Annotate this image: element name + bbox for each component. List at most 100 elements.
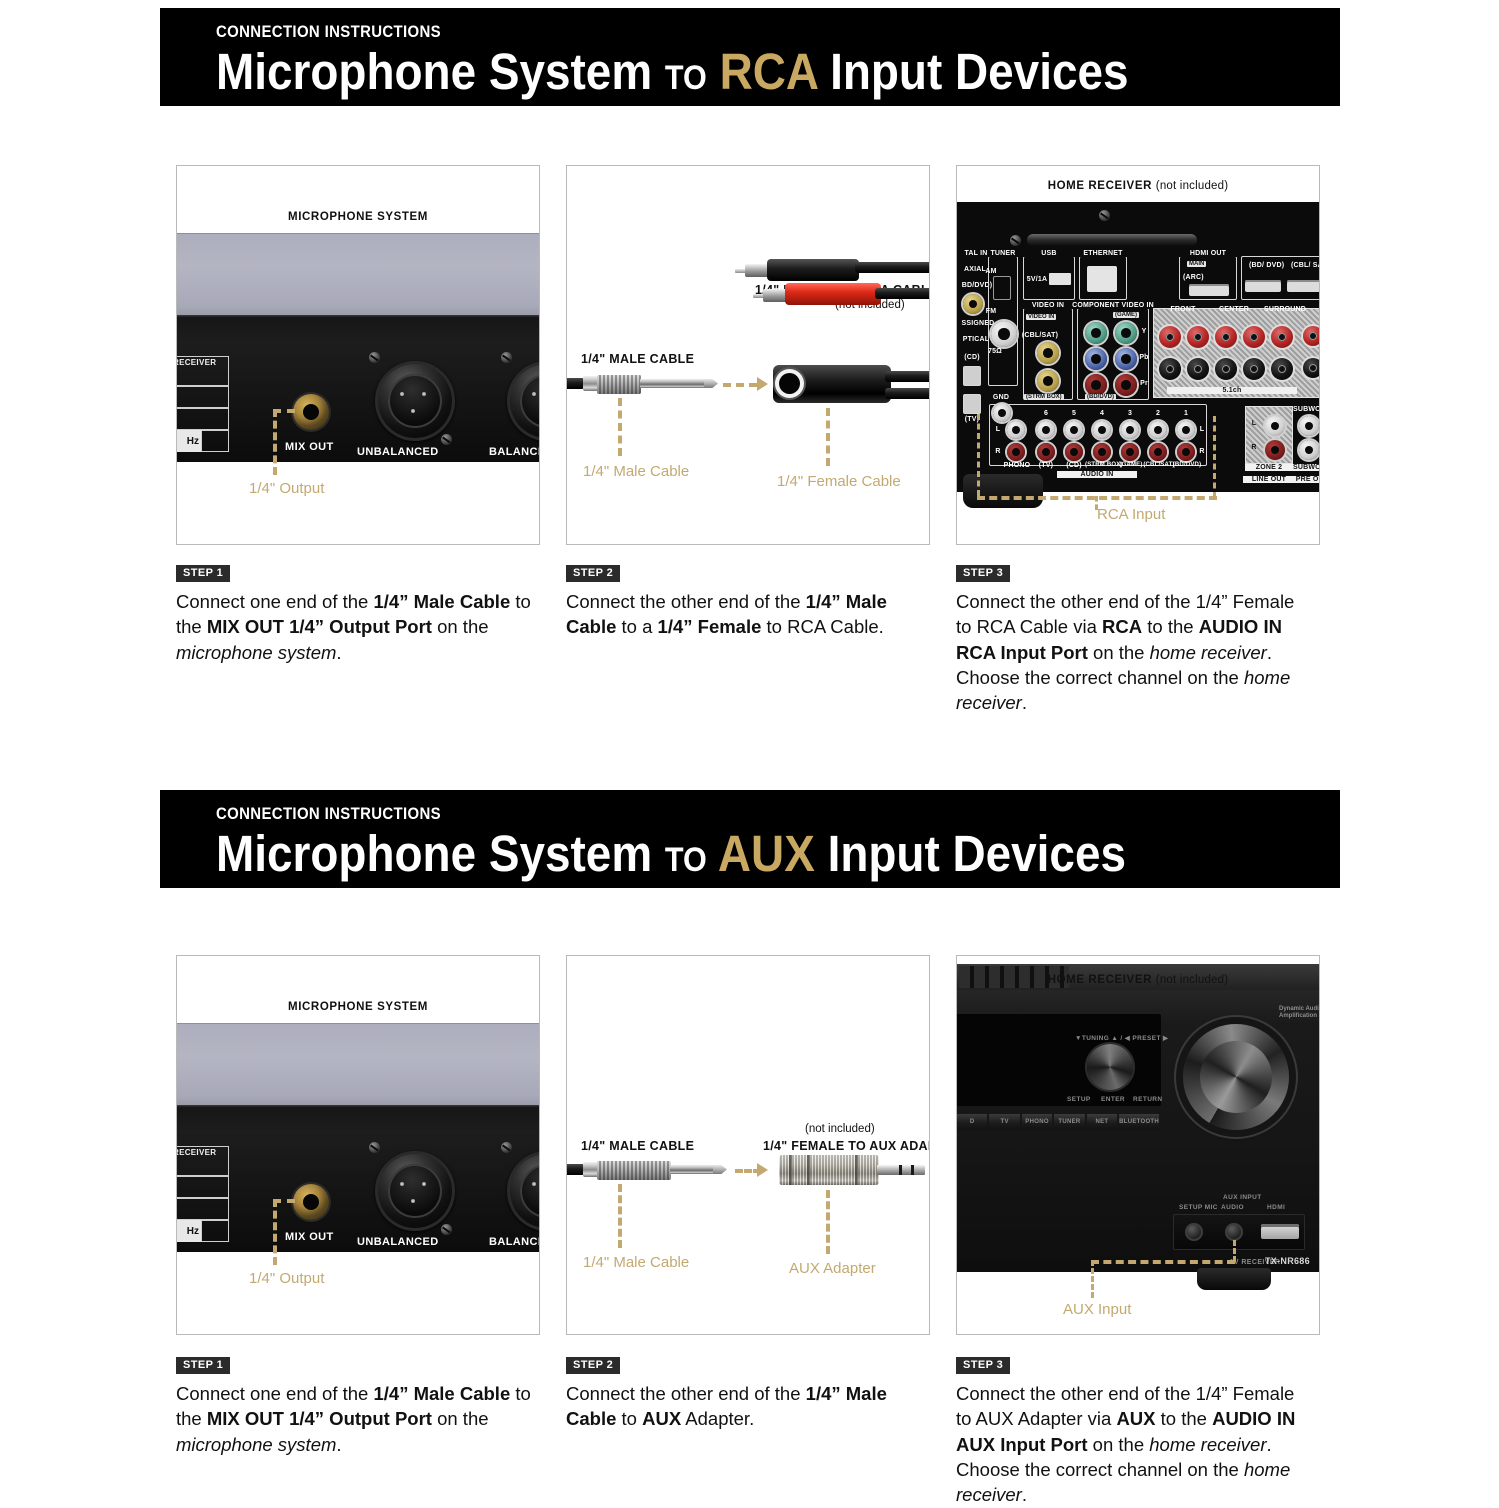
audio-in-4-l[interactable] [1093,421,1111,439]
hdmi-in-port-2[interactable] [1287,280,1319,292]
aux-audio-input-jack[interactable] [1225,1223,1243,1241]
volume-knob[interactable] [1183,1024,1289,1130]
audio-in-3-r[interactable] [1121,443,1139,461]
step-block-1-aux: STEP 1 Connect one end of the 1/4” Male … [176,1355,532,1457]
rca-callout-right-vertical [1213,416,1216,498]
rca-black-plug[interactable] [767,259,859,281]
speaker-binding-post-4-neg[interactable] [1243,358,1265,380]
unbalanced-xlr-connector[interactable] [375,361,455,441]
speaker-binding-post-5-pos[interactable] [1271,326,1293,348]
panel-caption-microphone-system-aux: MICROPHONE SYSTEM [177,1001,539,1013]
speaker-binding-post-7-pos[interactable] [1303,326,1319,346]
hdmi-main-tag: MAIN [1187,261,1207,267]
aux-adapter-body[interactable] [779,1155,879,1185]
ground-terminal[interactable] [993,404,1011,422]
xlr-pin-1 [399,392,404,397]
hdmi-out-port[interactable] [1189,284,1229,296]
av-receiver-label: AV RECEIVER [1229,1259,1281,1266]
mix-out-quarter-inch-jack-aux[interactable] [293,1184,329,1220]
audio-in-phono-r[interactable] [1007,443,1025,461]
component-y-1[interactable] [1085,322,1107,344]
optical-port-cd[interactable] [963,366,981,386]
source-button-net[interactable]: NET [1086,1114,1118,1130]
fm-antenna-jack[interactable] [991,321,1017,347]
zone2-line-out-r[interactable] [1265,440,1285,460]
front-hdmi-port[interactable] [1261,1224,1299,1239]
speaker-binding-post-3-pos[interactable] [1215,326,1237,348]
step-badge-1-rca: STEP 1 [176,565,231,582]
audio-in-5-r[interactable] [1065,443,1083,461]
male-plug-knurled-grip-aux [597,1160,671,1180]
tuning-preset-label: ▼TUNING ▲ / ◀ PRESET ▶ [1075,1035,1169,1042]
speaker-binding-post-3-neg[interactable] [1215,358,1237,380]
home-receiver-front-caption: HOME RECEIVER [1047,974,1152,986]
audio-in-6-l[interactable] [1037,421,1055,439]
subwoofer-pre-out-1[interactable] [1299,416,1319,436]
audio-in-3-l[interactable] [1121,421,1139,439]
step-text-1-aux: Connect one end of the 1/4” Male Cable t… [176,1383,531,1455]
audio-in-6-r[interactable] [1037,443,1055,461]
audio-in-1-r[interactable] [1177,443,1195,461]
male-plug-tip [704,379,718,388]
component-pb-1[interactable] [1085,348,1107,370]
component-pb-2[interactable] [1115,348,1137,370]
source-button-phono[interactable]: PHONO [1021,1114,1053,1130]
source-button-row[interactable]: D TV PHONO TUNER NET BLUETOOTH [957,1114,1161,1130]
callout-leader-male-cable [618,398,622,456]
banner-title-rca: Microphone System TO RCA Input Devices [216,45,1228,98]
subwoofer-label-top: SUBWOOFER [1293,406,1319,413]
speaker-binding-post-5-neg[interactable] [1271,358,1293,380]
zone2-line-out-l[interactable] [1265,416,1285,436]
audio-in-2-r[interactable] [1149,443,1167,461]
bd-dvd-label: BD/DVD) [961,282,993,289]
coaxial-digital-jack[interactable] [963,294,983,314]
rca-red-barrel [763,289,789,302]
ethernet-port[interactable] [1087,266,1117,292]
source-button-d[interactable]: D [957,1114,988,1130]
video-in-jack-2[interactable] [1037,370,1059,392]
source-button-tuner[interactable]: TUNER [1054,1114,1085,1130]
component-y-2[interactable] [1115,322,1137,344]
zone2-label: ZONE 2 [1245,464,1293,471]
speaker-binding-post-7-neg[interactable] [1303,358,1319,378]
audio-in-5-l[interactable] [1065,421,1083,439]
source-button-tv[interactable]: TV [989,1114,1020,1130]
line-out-label: LINE OUT [1243,476,1295,483]
speaker-binding-post-2-neg[interactable] [1187,358,1209,380]
am-terminal-block[interactable] [993,276,1011,300]
audio-in-1-l[interactable] [1177,421,1195,439]
unbalanced-xlr-connector-aux[interactable] [375,1151,455,1231]
subwoofer-pre-out-2[interactable] [1299,440,1319,460]
unbalanced-port-label-aux: UNBALANCED [357,1236,439,1248]
panel-cables-rca: 1/4" MALE CABLE 1/4" FEMALE TO RCA CABLE… [566,165,930,545]
male-plug-shaft [640,379,706,388]
component-pr-1[interactable] [1085,374,1107,396]
audio-in-phono-l[interactable] [1007,421,1025,439]
xlr-inner-barrel-aux [387,1163,443,1219]
speaker-binding-post-4-pos[interactable] [1243,326,1265,348]
mic-receiver-label: RECEIVER [176,358,217,367]
speaker-binding-post-2-pos[interactable] [1187,326,1209,348]
audio-in-2-l[interactable] [1149,421,1167,439]
speaker-binding-post-1-neg[interactable] [1159,358,1181,380]
usb-port[interactable] [1049,273,1071,285]
source-button-bluetooth[interactable]: BLUETOOTH [1119,1114,1160,1130]
hdmi-in-port-1[interactable] [1245,280,1281,292]
rca-red-plug[interactable] [785,283,881,305]
optical-port-tv[interactable] [963,394,981,414]
tuning-preset-knob[interactable] [1087,1044,1133,1090]
component-y-label: Y [1141,328,1147,335]
callout-leader-v-mix-out [273,409,277,475]
panel-microphone-system-aux: MICROPHONE SYSTEM RECEIVER Hz MIX OUT UN… [176,955,540,1335]
video-in-jack-1[interactable] [1037,342,1059,364]
speaker-binding-post-1-pos[interactable] [1159,326,1181,348]
coaxial-label: AXIAL [964,266,986,273]
cbl-sat-label: (CBL/SAT) [1021,332,1059,339]
step-badge-3-rca: STEP 3 [956,565,1011,582]
audio-in-4-r[interactable] [1093,443,1111,461]
mix-out-quarter-inch-jack[interactable] [293,394,329,430]
step-badge-2-aux: STEP 2 [566,1357,621,1374]
setup-mic-jack[interactable] [1185,1223,1203,1241]
callout-male-cable: 1/4" Male Cable [583,463,690,480]
component-pr-2[interactable] [1115,374,1137,396]
